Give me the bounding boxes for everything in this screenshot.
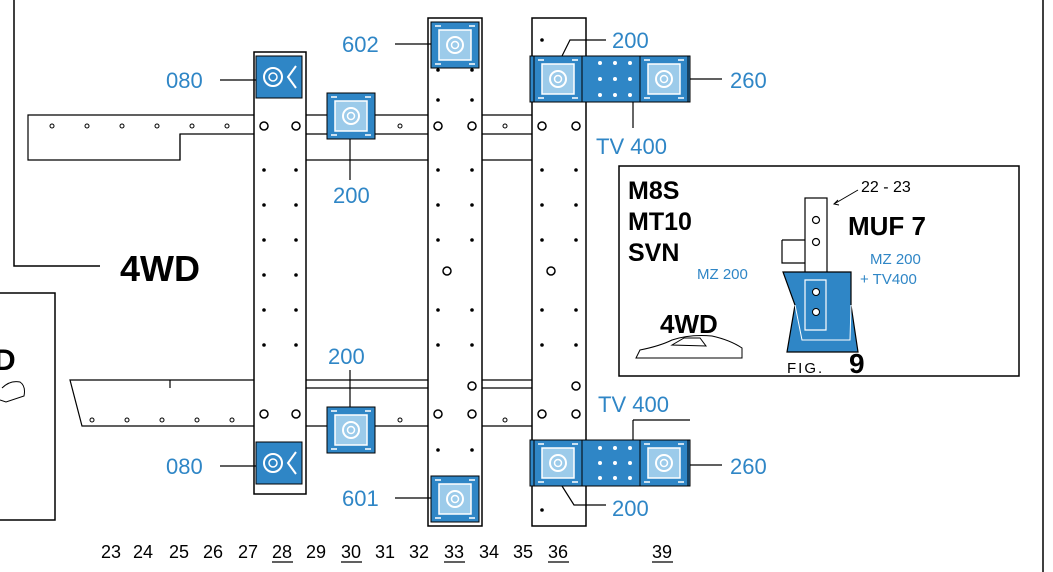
- model-svn: SVN: [628, 239, 679, 267]
- label-200-bottom-center: 200: [328, 344, 365, 369]
- pad-080-top: [255, 55, 303, 99]
- fig-number: 9: [849, 348, 865, 379]
- legend-box: M8S MT10 SVN MZ 200 4WD 22 - 23 MUF 7 MZ…: [618, 165, 1020, 379]
- legend-4wd: 4WD: [660, 309, 718, 339]
- scale-36: 36: [548, 542, 568, 562]
- scale-30: 30: [341, 542, 361, 562]
- model-m8s: M8S: [628, 177, 679, 205]
- label-080-bottom: 080: [166, 454, 203, 479]
- mz200-left: MZ 200: [697, 266, 748, 283]
- beam-33: [427, 17, 483, 527]
- car-outline-icon: [635, 335, 743, 359]
- label-tv400-top: TV 400: [596, 134, 667, 159]
- pad-080-bottom: [255, 441, 303, 485]
- scale-35: 35: [513, 542, 533, 562]
- label-tv400-bottom: TV 400: [598, 392, 669, 417]
- label-260-top: 260: [730, 68, 767, 93]
- tv400-plus: + TV400: [860, 271, 917, 288]
- scale-24: 24: [133, 542, 153, 562]
- scale-28: 28: [272, 542, 292, 562]
- range-22-23: 22 - 23: [861, 179, 911, 196]
- scale-23: 23: [101, 542, 121, 562]
- label-602: 602: [342, 32, 379, 57]
- bracket-602: [430, 21, 480, 69]
- scale-29: 29: [306, 542, 326, 562]
- label-260-bottom: 260: [730, 454, 767, 479]
- main-4wd-label: 4WD: [120, 248, 200, 289]
- label-200-top-center: 200: [333, 183, 370, 208]
- mz200-right: MZ 200: [870, 251, 921, 268]
- muf7-label: MUF 7: [848, 211, 926, 241]
- label-200-bottom-right: 200: [612, 496, 649, 521]
- left-partial-label: D: [0, 344, 16, 377]
- bracket-200-top-center: [326, 92, 376, 140]
- scale-32: 32: [409, 542, 429, 562]
- tv400-top-plate: [529, 55, 691, 103]
- bracket-200-bottom-center: [326, 406, 376, 454]
- scale-39: 39: [652, 542, 672, 562]
- scale-34: 34: [479, 542, 499, 562]
- fig-prefix: FIG.: [787, 360, 824, 377]
- scale-25: 25: [169, 542, 189, 562]
- scale-33: 33: [444, 542, 464, 562]
- beam-28: [253, 51, 307, 495]
- model-mt10: MT10: [628, 208, 692, 236]
- bracket-601: [430, 475, 480, 523]
- scale-31: 31: [375, 542, 395, 562]
- label-200-top-right: 200: [612, 28, 649, 53]
- position-scale: 23 24 25 26 27 28 29 30 31 32 33 34 35 3…: [101, 542, 672, 562]
- label-601: 601: [342, 486, 379, 511]
- label-080-top: 080: [166, 68, 203, 93]
- left-partial-box: D: [0, 292, 56, 521]
- tv400-bottom-plate: [529, 439, 691, 487]
- muf7-bracket-figure: [781, 197, 859, 353]
- scale-27: 27: [238, 542, 258, 562]
- scale-26: 26: [203, 542, 223, 562]
